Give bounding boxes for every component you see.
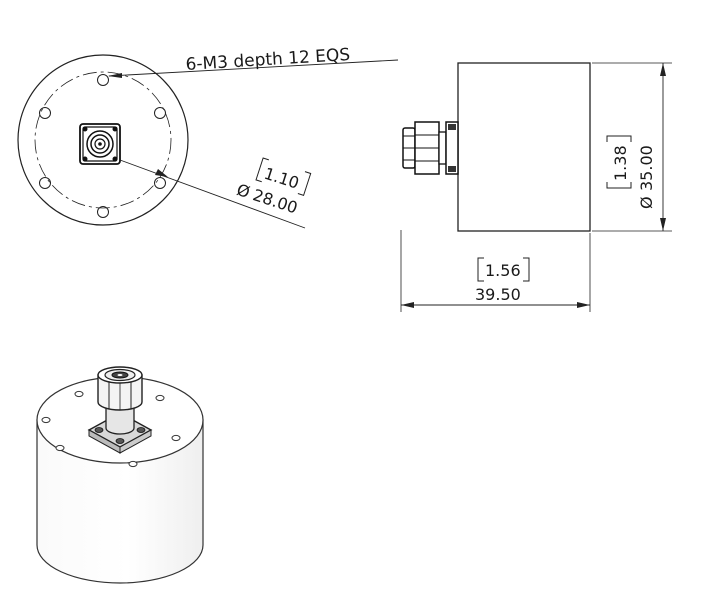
diameter-arrow-bottom bbox=[660, 218, 666, 231]
diameter-inch-text: 1.38 bbox=[611, 145, 630, 181]
mount-hole bbox=[154, 177, 166, 189]
length-arrow-left bbox=[401, 302, 414, 308]
hole-leader-arrow bbox=[108, 73, 122, 78]
iso-mount-hole bbox=[155, 394, 165, 402]
diameter-leader-arrow bbox=[155, 169, 168, 177]
iso-mount-hole bbox=[171, 434, 181, 442]
iso-cylinder-body bbox=[36, 419, 204, 584]
mount-hole bbox=[39, 107, 51, 119]
mount-hole bbox=[97, 206, 109, 218]
iso-mount-hole bbox=[41, 416, 51, 424]
front-view bbox=[17, 54, 399, 229]
mount-hole bbox=[154, 107, 166, 119]
iso-mount-hole bbox=[128, 460, 138, 468]
length-bracket-open bbox=[477, 257, 484, 282]
diameter-symbol: Ø bbox=[637, 196, 656, 209]
length-mm-text: 39.50 bbox=[475, 285, 521, 304]
length-inch-text: 1.56 bbox=[485, 261, 521, 280]
length-bracket-close bbox=[523, 257, 530, 282]
circle-bracket-open bbox=[255, 157, 269, 183]
circle-dimension: 1.10 Ø 28.00 bbox=[234, 157, 312, 217]
iso-mount-hole bbox=[74, 390, 84, 398]
hole-note: 6-M3 depth 12 EQS bbox=[185, 45, 351, 75]
side-view bbox=[400, 62, 672, 312]
circle-bracket-close bbox=[297, 171, 312, 196]
diameter-leader-line bbox=[119, 159, 306, 229]
iso-mount-hole bbox=[55, 444, 65, 452]
front-outer-circle bbox=[17, 54, 189, 226]
length-arrow-right bbox=[577, 302, 590, 308]
diameter-mm-text: 35.00 bbox=[637, 145, 656, 191]
side-connector bbox=[402, 121, 459, 175]
iso-connector bbox=[87, 366, 153, 454]
circle-diameter-symbol: Ø bbox=[234, 180, 252, 202]
front-connector-flange bbox=[79, 123, 121, 165]
diameter-arrow-top bbox=[660, 63, 666, 76]
side-body bbox=[457, 62, 591, 232]
hole-leader-line bbox=[108, 59, 399, 77]
isometric-view bbox=[36, 366, 204, 584]
diameter-bracket-open bbox=[606, 182, 632, 189]
mount-hole bbox=[97, 74, 109, 86]
diameter-bracket-close bbox=[606, 135, 632, 142]
diameter-dimension: 35.00 Ø 1.38 bbox=[606, 135, 656, 209]
mount-hole bbox=[39, 177, 51, 189]
bolt-circle bbox=[34, 71, 172, 209]
